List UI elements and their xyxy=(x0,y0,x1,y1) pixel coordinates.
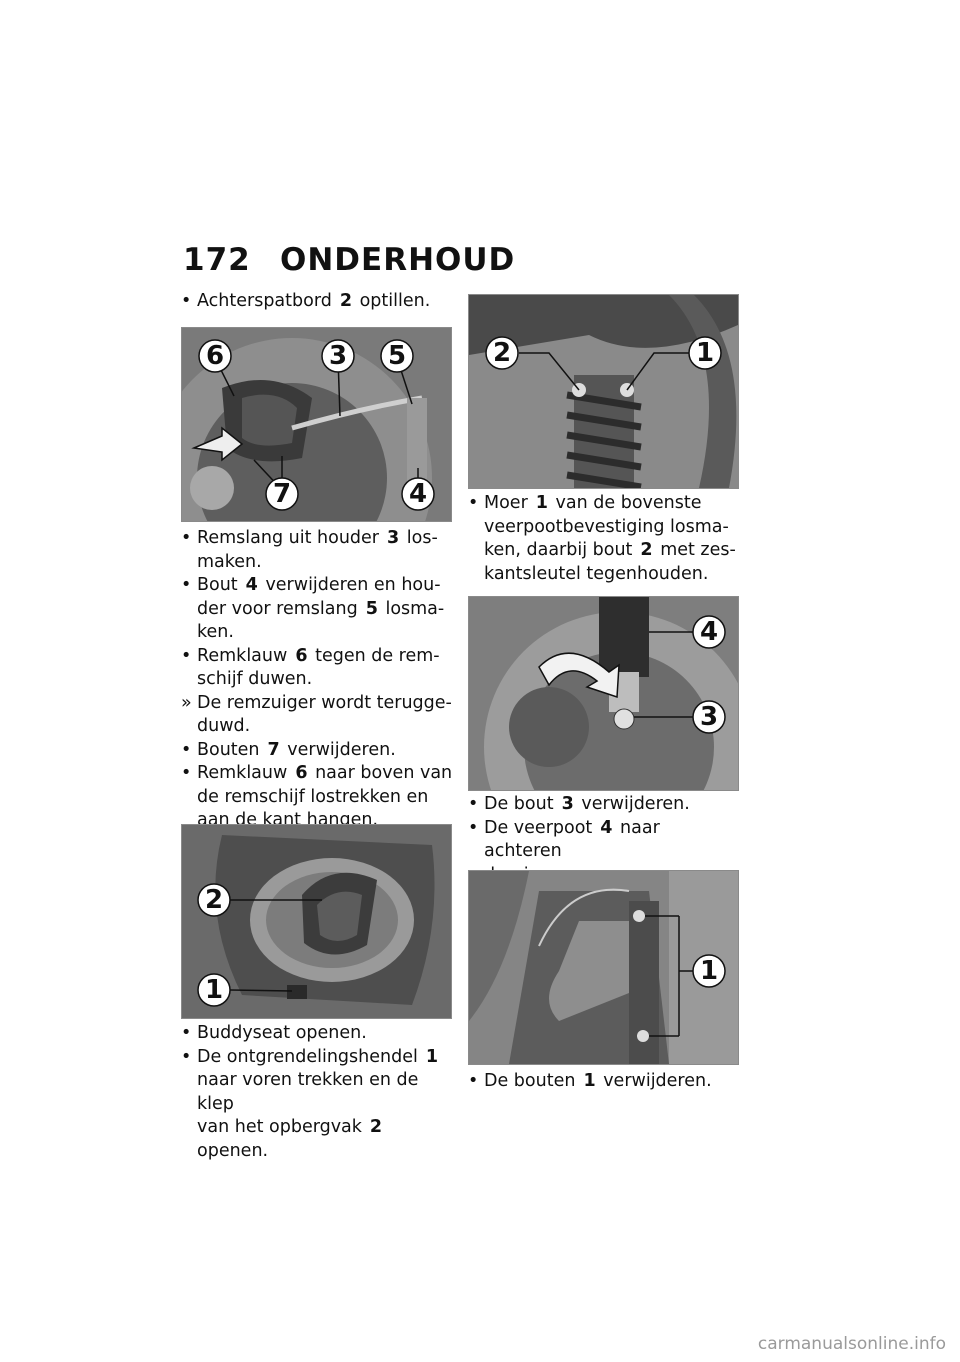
callout: 2 xyxy=(493,338,511,368)
fig5-callouts: 1 xyxy=(692,954,726,988)
callout: 1 xyxy=(205,975,223,1005)
page-number: 172 xyxy=(183,242,251,278)
page-header: 172 ONDERHOUD xyxy=(183,242,515,278)
list-item: »De remzuiger wordt terugge-duwd. xyxy=(181,692,452,737)
figure-swingarm-bolts: 1 xyxy=(468,870,739,1065)
callout: 1 xyxy=(700,956,718,986)
callout: 1 xyxy=(696,338,714,368)
callout: 4 xyxy=(409,479,427,509)
fig2-callouts: 2 1 xyxy=(197,883,231,1007)
fig4-callouts: 4 3 xyxy=(692,615,726,734)
figure-brake-caliper: 6 3 5 7 4 xyxy=(181,327,452,522)
steps-storage: •Buddyseat openen. •De ontgrendelingshen… xyxy=(181,1022,453,1163)
figure-shock-bottom-mount: 4 3 xyxy=(468,596,739,791)
callout: 3 xyxy=(329,341,347,371)
callout: 3 xyxy=(700,702,718,732)
callout: 5 xyxy=(388,341,406,371)
callout: 7 xyxy=(273,479,291,509)
callout: 2 xyxy=(205,885,223,915)
callout: 4 xyxy=(700,617,718,647)
callout: 6 xyxy=(206,341,224,371)
watermark: carmanualsonline.info xyxy=(757,1334,946,1354)
list-item: •Buddyseat openen. xyxy=(181,1023,367,1043)
fig3-callouts: 2 1 xyxy=(485,336,722,370)
figure-storage-compartment: 2 1 xyxy=(181,824,452,1019)
fig1-callouts: 6 3 5 7 4 xyxy=(198,339,435,511)
page-title: ONDERHOUD xyxy=(280,242,516,278)
figure-shock-top-mount: 2 1 xyxy=(468,294,739,489)
